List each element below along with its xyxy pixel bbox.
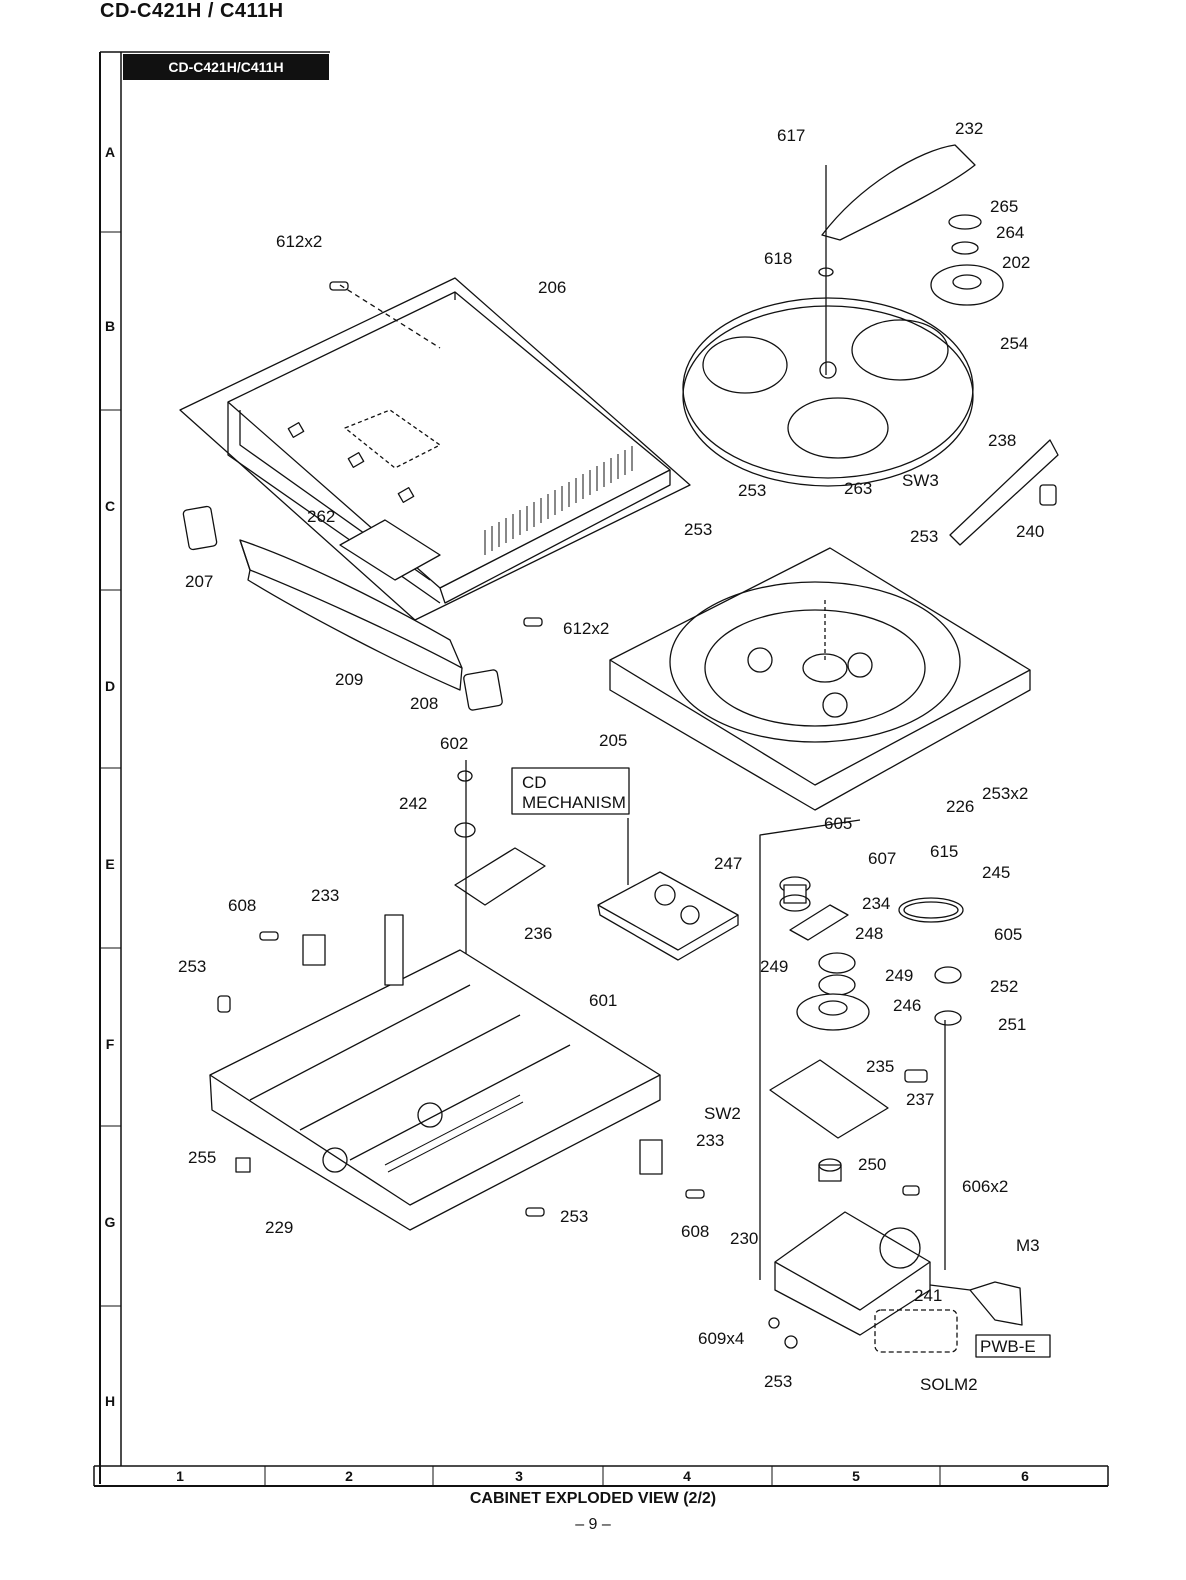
bottom-chassis-drawing bbox=[209, 914, 705, 1231]
label-sw2: SW2 bbox=[704, 1104, 741, 1123]
label-608-b: 608 bbox=[681, 1222, 709, 1241]
label-263: 263 bbox=[844, 479, 872, 498]
label-sw3: SW3 bbox=[902, 471, 939, 490]
label-205: 205 bbox=[599, 731, 627, 750]
label-253-c: 253 bbox=[910, 527, 938, 546]
label-262: 262 bbox=[307, 507, 335, 526]
main-chassis-drawing bbox=[609, 547, 1031, 811]
col-label-5: 5 bbox=[852, 1468, 860, 1484]
label-234: 234 bbox=[862, 894, 890, 913]
label-206: 206 bbox=[538, 278, 566, 297]
label-617: 617 bbox=[777, 126, 805, 145]
row-label-f: F bbox=[106, 1036, 115, 1052]
label-cd: CD bbox=[522, 773, 547, 792]
document-title: CD-C421H / C411H bbox=[100, 0, 284, 22]
label-255: 255 bbox=[188, 1148, 216, 1167]
label-235: 235 bbox=[866, 1057, 894, 1076]
label-606x2: 606x2 bbox=[962, 1177, 1008, 1196]
gear-train-drawing bbox=[759, 819, 1051, 1358]
row-label-d: D bbox=[105, 678, 115, 694]
grid-row-labels: A B C D E F G H bbox=[105, 144, 116, 1409]
row-label-a: A bbox=[105, 144, 115, 160]
row-label-e: E bbox=[105, 856, 114, 872]
label-solm2: SOLM2 bbox=[920, 1375, 978, 1394]
label-240: 240 bbox=[1016, 522, 1044, 541]
top-cabinet-drawing bbox=[179, 277, 691, 627]
label-pwb-e: PWB-E bbox=[980, 1337, 1036, 1356]
label-229: 229 bbox=[265, 1218, 293, 1237]
label-237: 237 bbox=[906, 1090, 934, 1109]
col-label-1: 1 bbox=[176, 1468, 184, 1484]
label-253x2: 253x2 bbox=[982, 784, 1028, 803]
label-232: 232 bbox=[955, 119, 983, 138]
label-608-a: 608 bbox=[228, 896, 256, 915]
figure-caption: CABINET EXPLODED VIEW (2/2) bbox=[469, 1490, 717, 1507]
label-249-b: 249 bbox=[885, 966, 913, 985]
label-609x4: 609x4 bbox=[698, 1329, 744, 1348]
label-253-a: 253 bbox=[738, 481, 766, 500]
label-607: 607 bbox=[868, 849, 896, 868]
col-label-2: 2 bbox=[345, 1468, 353, 1484]
label-265: 265 bbox=[990, 197, 1018, 216]
label-601: 601 bbox=[589, 991, 617, 1010]
grid-frame bbox=[93, 51, 1109, 1487]
label-253-f: 253 bbox=[764, 1372, 792, 1391]
label-209: 209 bbox=[335, 670, 363, 689]
part-labels: 617 232 265 264 618 202 612x2 206 254 23… bbox=[178, 119, 1044, 1394]
grid-column-labels: 1 2 3 4 5 6 bbox=[176, 1468, 1029, 1484]
cd-mechanism-drawing bbox=[597, 818, 739, 961]
label-253-e: 253 bbox=[560, 1207, 588, 1226]
row-label-b: B bbox=[105, 318, 115, 334]
label-202: 202 bbox=[1002, 253, 1030, 272]
label-264: 264 bbox=[996, 223, 1024, 242]
screw-612-side bbox=[523, 617, 543, 627]
screw-612-top bbox=[329, 281, 349, 291]
label-612x2-top: 612x2 bbox=[276, 232, 322, 251]
label-247: 247 bbox=[714, 854, 742, 873]
label-252: 252 bbox=[990, 977, 1018, 996]
label-246: 246 bbox=[893, 996, 921, 1015]
label-612x2-side: 612x2 bbox=[563, 619, 609, 638]
col-label-4: 4 bbox=[683, 1468, 691, 1484]
label-602: 602 bbox=[440, 734, 468, 753]
label-238: 238 bbox=[988, 431, 1016, 450]
row-label-g: G bbox=[105, 1214, 116, 1230]
label-253-b: 253 bbox=[684, 520, 712, 539]
row-label-c: C bbox=[105, 498, 115, 514]
turntable-tray-drawing bbox=[682, 297, 974, 487]
label-248: 248 bbox=[855, 924, 883, 943]
label-242: 242 bbox=[399, 794, 427, 813]
col-label-6: 6 bbox=[1021, 1468, 1029, 1484]
label-251: 251 bbox=[998, 1015, 1026, 1034]
page-number: – 9 – bbox=[575, 1516, 611, 1533]
label-605-a: 605 bbox=[824, 814, 852, 833]
label-254: 254 bbox=[1000, 334, 1028, 353]
clamp-arm-drawing bbox=[818, 144, 1004, 375]
label-241: 241 bbox=[914, 1286, 942, 1305]
label-245: 245 bbox=[982, 863, 1010, 882]
label-605-b: 605 bbox=[994, 925, 1022, 944]
label-618: 618 bbox=[764, 249, 792, 268]
cd-mechanism-label-box bbox=[511, 767, 630, 815]
lever-238-drawing bbox=[949, 439, 1059, 546]
label-615: 615 bbox=[930, 842, 958, 861]
label-233-a: 233 bbox=[311, 886, 339, 905]
label-208: 208 bbox=[410, 694, 438, 713]
label-233-b: 233 bbox=[696, 1131, 724, 1150]
label-250: 250 bbox=[858, 1155, 886, 1174]
front-panel-drawing bbox=[182, 505, 503, 711]
row-label-h: H bbox=[105, 1393, 115, 1409]
label-226: 226 bbox=[946, 797, 974, 816]
label-m3: M3 bbox=[1016, 1236, 1040, 1255]
label-236: 236 bbox=[524, 924, 552, 943]
label-mechanism: MECHANISM bbox=[522, 793, 626, 812]
label-253-d: 253 bbox=[178, 957, 206, 976]
label-207: 207 bbox=[185, 572, 213, 591]
model-badge: CD-C421H/C411H bbox=[123, 54, 329, 80]
label-230: 230 bbox=[730, 1229, 758, 1248]
col-label-3: 3 bbox=[515, 1468, 523, 1484]
label-249-a: 249 bbox=[760, 957, 788, 976]
